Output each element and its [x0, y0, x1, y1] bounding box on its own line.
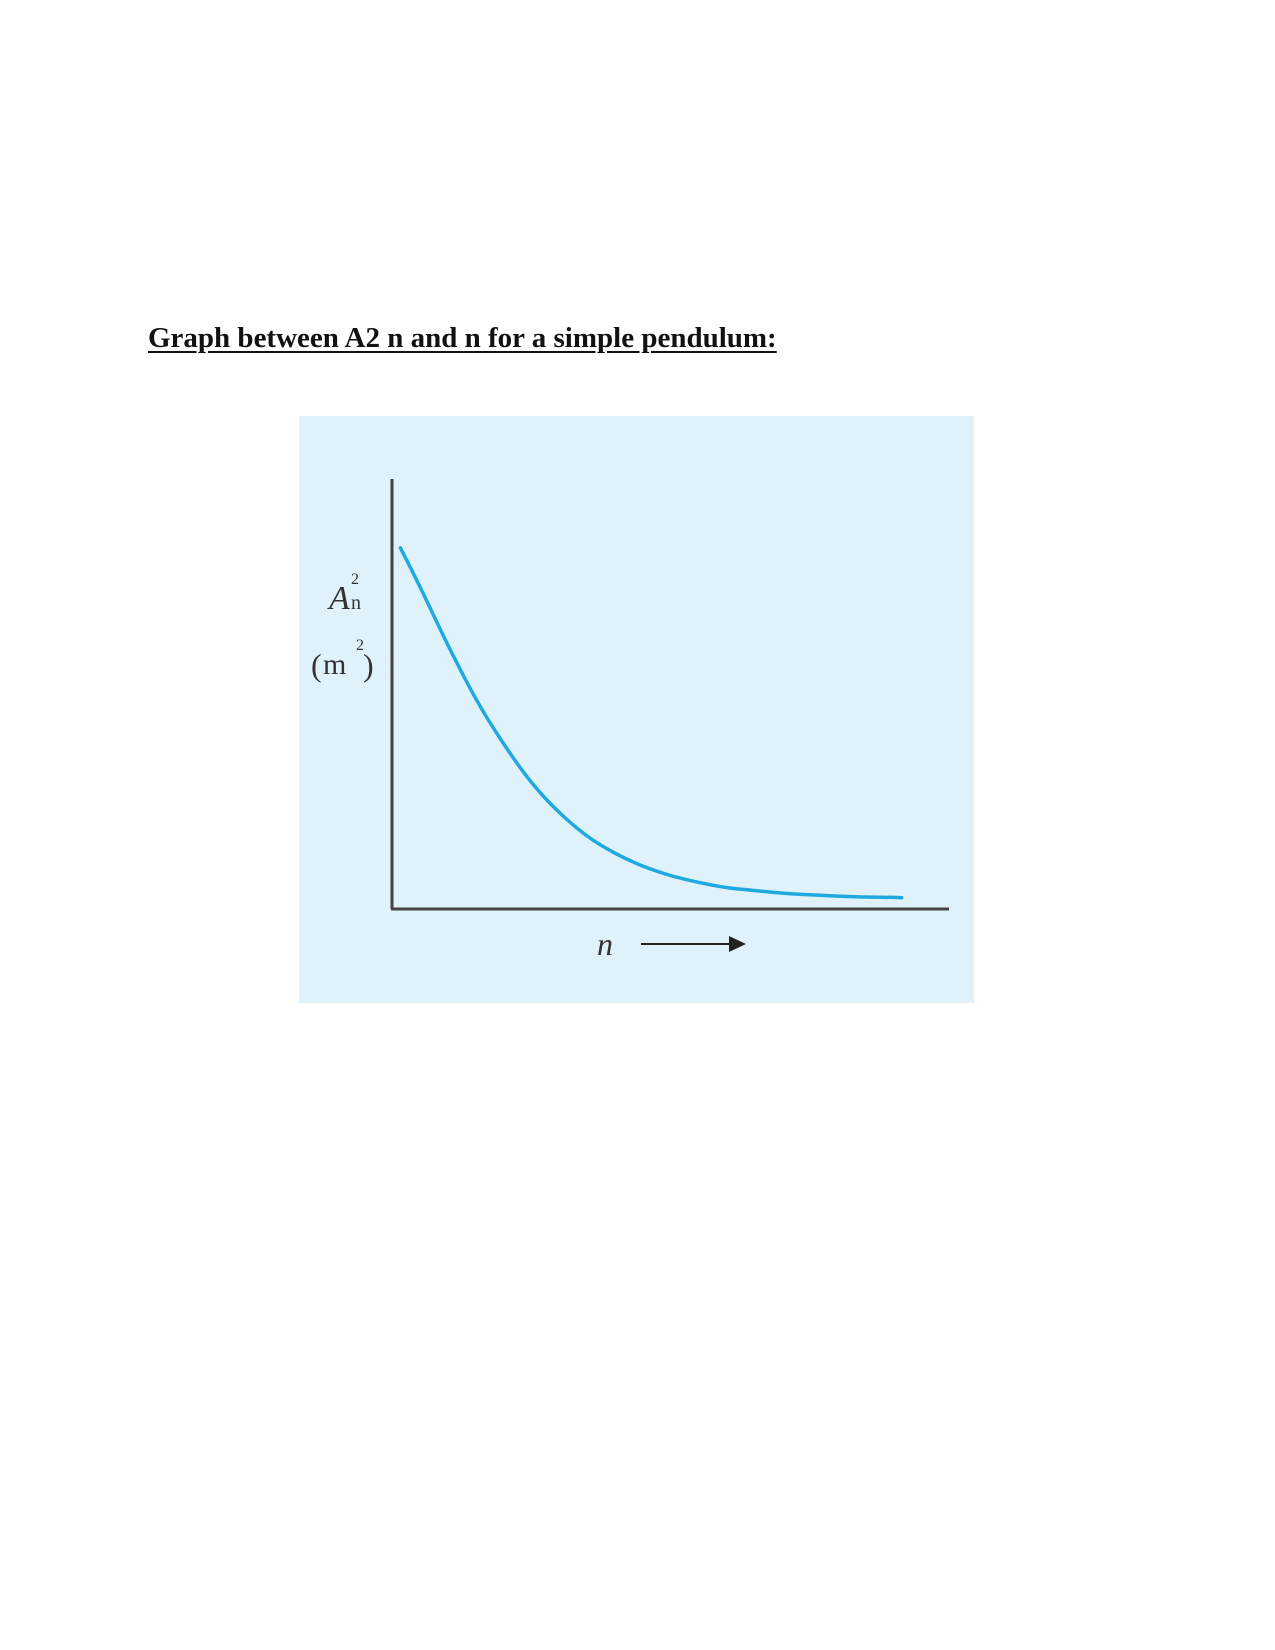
x-axis-label: n — [597, 926, 613, 962]
chart: A 2 n ( m 2 ) n — [311, 479, 949, 962]
chart-panel: A 2 n ( m 2 ) n — [299, 416, 974, 1003]
x-axis-arrow-head — [729, 936, 746, 952]
y-axis-label-superscript: 2 — [351, 571, 359, 588]
y-axis-unit-base: m — [323, 648, 346, 681]
y-axis-label: A — [327, 580, 350, 617]
series-line — [398, 546, 904, 900]
y-axis-label-base: A — [327, 580, 350, 617]
y-axis-label-subscript: n — [351, 592, 361, 614]
y-axis-unit-superscript: 2 — [356, 637, 364, 654]
y-axis-unit-close-paren: ) — [363, 647, 374, 683]
y-axis-unit-open-paren: ( — [311, 647, 322, 683]
page-heading: Graph between A2 n and n for a simple pe… — [148, 322, 777, 354]
